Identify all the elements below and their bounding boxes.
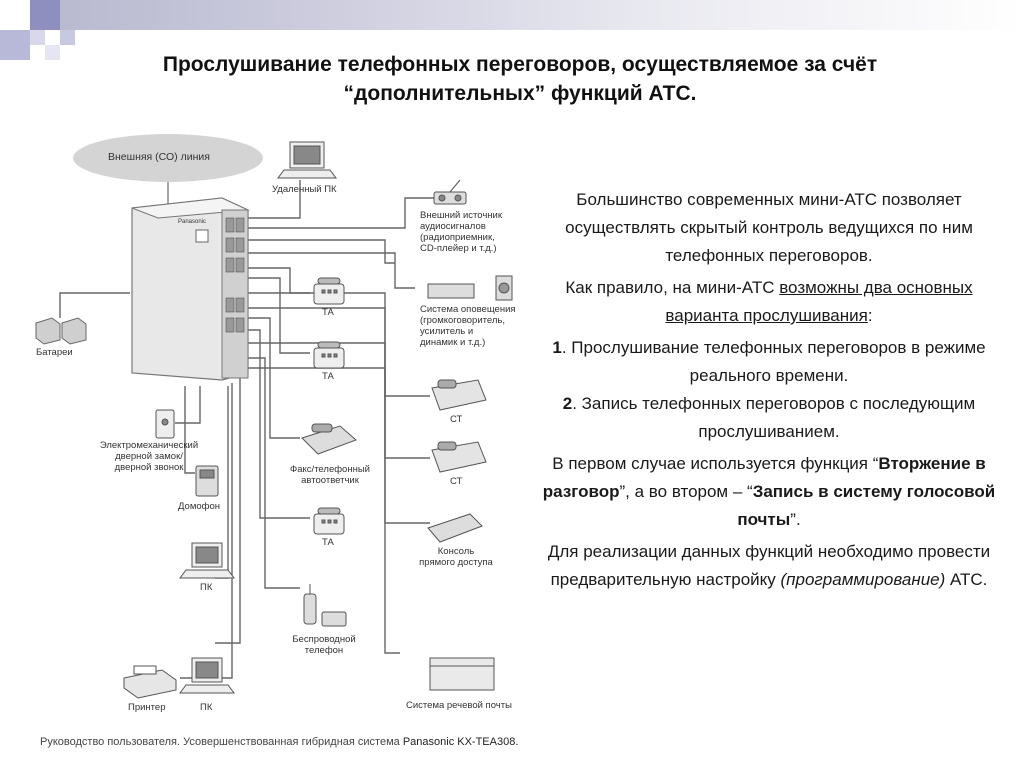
variants-lead: Как правило, на мини-АТС xyxy=(565,278,780,297)
ta-phone-icon-3 xyxy=(313,507,345,535)
list-item-1: 1. Прослушивание телефонных переговоров … xyxy=(532,334,1006,390)
corner-decoration xyxy=(0,0,80,60)
system-phone-icon-2 xyxy=(431,441,487,473)
voicemail-system-icon xyxy=(429,657,495,691)
list-item-1-text: . Прослушивание телефонных переговоров в… xyxy=(561,338,986,385)
audio-source-icon xyxy=(433,179,467,205)
fax-icon xyxy=(301,423,357,455)
paging-system-icon xyxy=(427,275,513,301)
voicemail-system-label: Система речевой почты xyxy=(406,700,512,711)
external-line-label: Внешняя (СО) линия xyxy=(108,151,210,163)
list-item-1-number: 1 xyxy=(552,338,562,357)
diagram-graphics xyxy=(35,134,513,699)
list-item-2: 2. Запись телефонных переговоров с после… xyxy=(532,390,1006,446)
variants-colon: : xyxy=(867,306,873,325)
pbx-unit xyxy=(131,197,250,381)
co-line-cloud xyxy=(73,134,263,182)
st-label-1: СТ xyxy=(450,414,463,425)
printer-icon xyxy=(123,665,177,699)
variants-underlined: возможны два основных варианта прослушив… xyxy=(665,278,973,325)
printer-label: Принтер xyxy=(128,702,166,713)
audio-source-label: Внешний источник аудиосигналов (радиопри… xyxy=(420,210,503,254)
remote-pc-label: Удаленный ПК xyxy=(272,184,337,195)
pc-icon-2 xyxy=(179,657,235,694)
pbx-brand-label: Panasonic xyxy=(178,219,207,225)
pbx-connection-diagram: Внешняя (СО) линия Panasonic Батареи Уда… xyxy=(0,118,540,728)
pc-label-1: ПК xyxy=(200,582,213,593)
function-voicemail: Запись в систему голосовой почты xyxy=(737,482,996,529)
title-line-2: “дополнительных” функций АТС. xyxy=(343,82,697,105)
batteries-icon xyxy=(35,317,87,345)
ta-label-1: ТА xyxy=(322,307,334,318)
wireless-phone-icon xyxy=(303,584,347,627)
functions-text-e: ”. xyxy=(790,510,801,529)
doorphone-icon xyxy=(195,465,219,497)
console-icon xyxy=(427,513,483,543)
paragraph-setup: Для реализации данных функций необходимо… xyxy=(532,538,1006,594)
source-footer: Руководство пользователя. Усовершенствов… xyxy=(40,736,518,748)
wireless-phone-label: Беспроводной телефон xyxy=(292,634,356,656)
paragraph-functions: В первом случае используется функция “Вт… xyxy=(532,450,1006,534)
function-barge-in: Вторжение в разговор xyxy=(542,454,986,501)
remote-pc-icon xyxy=(277,141,337,179)
ta-phone-icon-1 xyxy=(313,277,345,305)
paragraph-intro: Большинство современных мини-АТС позволя… xyxy=(565,190,973,265)
paging-system-label: Система оповещения (громкоговоритель, ус… xyxy=(420,304,516,348)
ta-label-3: ТА xyxy=(322,537,334,548)
paragraph-variants: Как правило, на мини-АТС возможны два ос… xyxy=(532,274,1006,330)
footer-text: Руководство пользователя. Усовершенствов… xyxy=(40,736,403,748)
fax-label: Факс/телефонный автоответчик xyxy=(290,464,370,486)
door-lock-label: Электромеханический дверной замок/ дверн… xyxy=(99,440,199,473)
functions-text-c: ”, а во втором – “ xyxy=(619,482,753,501)
pc-icon-1 xyxy=(179,542,235,579)
description-text: Большинство современных мини-АТС позволя… xyxy=(532,186,1006,598)
door-lock-icon xyxy=(155,409,175,439)
setup-text-c: АТС. xyxy=(945,570,988,589)
setup-text-a: Для реализации данных функций необходимо… xyxy=(547,542,991,589)
top-gradient-bar xyxy=(60,0,1024,30)
pc-label-2: ПК xyxy=(200,702,213,713)
list-item-2-text: . Запись телефонных переговоров с послед… xyxy=(572,394,976,441)
slide-title: Прослушивание телефонных переговоров, ос… xyxy=(60,50,980,108)
doorphone-label: Домофон xyxy=(178,501,220,512)
footer-brand: Panasonic KX-TEA308. xyxy=(402,736,519,748)
setup-programming: (программирование) xyxy=(780,570,946,589)
console-label: Консоль прямого доступа xyxy=(419,546,493,568)
batteries-label: Батареи xyxy=(36,347,73,358)
ta-phone-icon-2 xyxy=(313,341,345,369)
ta-label-2: ТА xyxy=(322,371,334,382)
st-label-2: СТ xyxy=(450,476,463,487)
functions-text-a: В первом случае используется функция “ xyxy=(552,454,879,473)
system-phone-icon-1 xyxy=(431,379,487,411)
list-item-2-number: 2 xyxy=(562,394,573,413)
title-line-1: Прослушивание телефонных переговоров, ос… xyxy=(162,53,878,76)
